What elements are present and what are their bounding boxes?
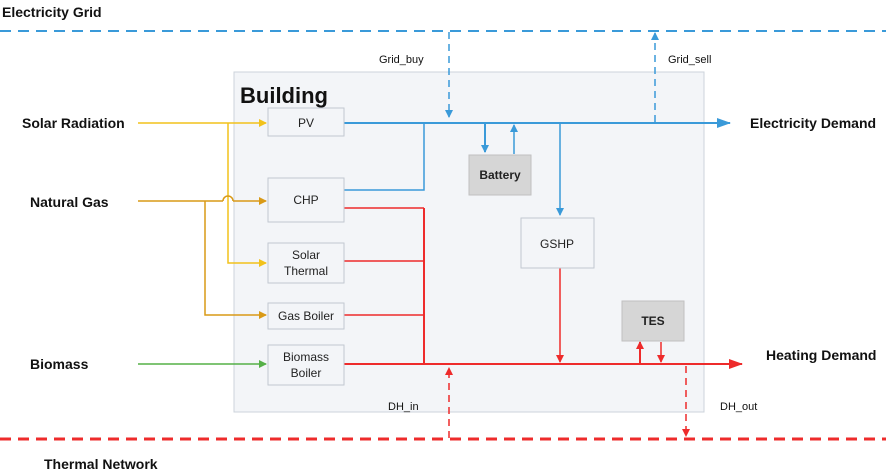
solar-thermal-label-line2: Thermal <box>284 264 328 278</box>
natural-gas-label: Natural Gas <box>30 194 109 210</box>
battery-component: Battery <box>468 154 532 196</box>
gas-to-gas-boiler-line <box>204 201 267 319</box>
grid-buy-label: Grid_buy <box>379 54 424 66</box>
battery-label: Battery <box>479 168 521 182</box>
gshp-component: GSHP <box>520 217 595 269</box>
dh-out-label: DH_out <box>720 401 757 413</box>
pv-component: PV <box>267 107 345 137</box>
gas-boiler-component: Gas Boiler <box>267 302 345 330</box>
chp-label: CHP <box>293 193 318 207</box>
tes-label: TES <box>641 314 664 328</box>
heating-demand-label: Heating Demand <box>766 347 876 363</box>
solar-thermal-component: Solar Thermal <box>267 242 345 284</box>
tes-component: TES <box>621 300 685 342</box>
grid-sell-label: Grid_sell <box>668 54 711 66</box>
gas-crossover-hop <box>222 195 234 202</box>
solar-thermal-label-line1: Solar <box>292 248 320 262</box>
chp-electric-link <box>344 123 425 191</box>
biomass-boiler-label-line1: Biomass <box>283 350 329 364</box>
electricity-grid-label: Electricity Grid <box>2 4 102 20</box>
biomass-boiler-label-line2: Boiler <box>291 366 322 380</box>
chp-component: CHP <box>267 177 345 223</box>
electricity-demand-label: Electricity Demand <box>750 115 876 131</box>
solar-radiation-label: Solar Radiation <box>22 115 125 131</box>
biomass-label: Biomass <box>30 356 89 372</box>
gas-boiler-label: Gas Boiler <box>278 309 334 323</box>
gshp-label: GSHP <box>540 237 574 251</box>
thermal-network-label: Thermal Network <box>44 456 158 472</box>
solar-to-solar-thermal-line <box>227 123 267 267</box>
dh-in-label: DH_in <box>388 401 419 413</box>
biomass-boiler-component: Biomass Boiler <box>267 344 345 386</box>
building-title: Building <box>240 83 328 108</box>
pv-label: PV <box>298 116 314 130</box>
